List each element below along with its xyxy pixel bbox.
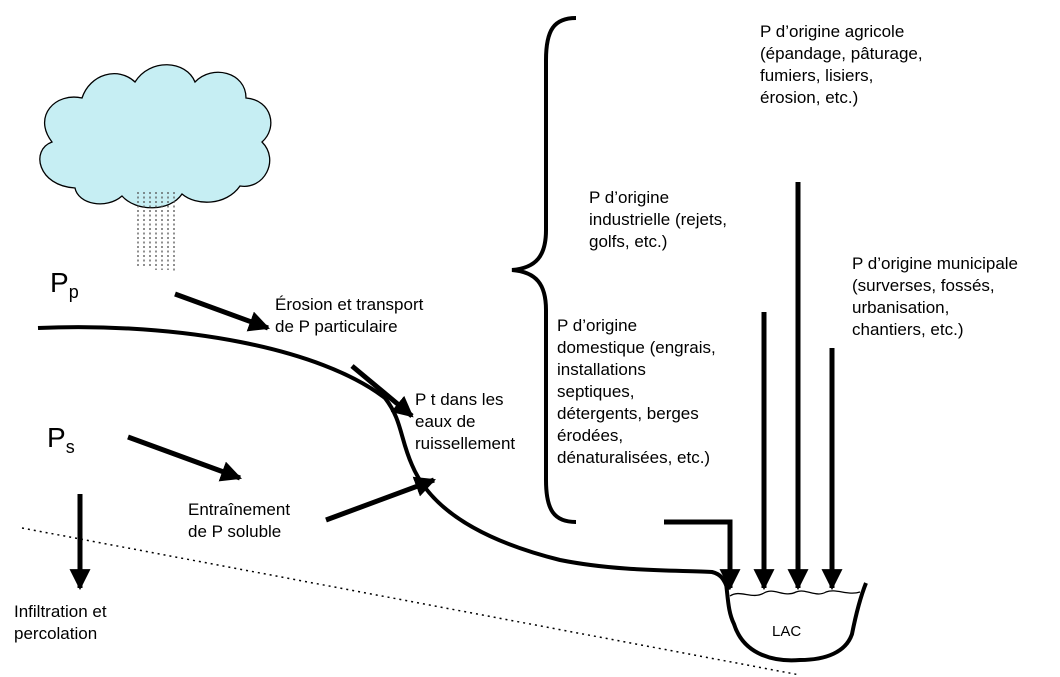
infiltration-label: Infiltration et percolation: [14, 602, 107, 643]
p-soluble-symbol: Ps: [47, 423, 75, 462]
source-agricole-label: P d’origine agricole (épandage, pâturage…: [760, 22, 923, 107]
lake-water-surface: [729, 590, 861, 597]
p-particulate-sub: p: [68, 282, 79, 302]
runoff-label: P t dans les eaux de ruissellement: [415, 390, 516, 453]
rain-icon: [137, 192, 175, 272]
cloud-icon: [39, 64, 272, 209]
lake-label: LAC: [772, 623, 802, 640]
p-particulate-main: P: [50, 267, 69, 298]
p-particulate-symbol: Pp: [50, 268, 79, 307]
source-municipale-label: P d’origine municipale (surverses, fossé…: [852, 254, 1019, 339]
runoff-arrow: [350, 364, 414, 418]
erosion-label: Érosion et transport de P particulaire: [275, 295, 424, 336]
source-industrielle-label: P d’origine industrielle (rejets, golfs,…: [589, 188, 727, 251]
domestique-arrow: [664, 519, 741, 591]
soluble-to-runoff-arrow: [325, 476, 436, 523]
source-domestique-label: P d’origine domestique (engrais, install…: [557, 316, 716, 467]
p-soluble-main: P: [47, 422, 66, 453]
lake-basin: [724, 582, 868, 663]
p-soluble-sub: s: [65, 437, 75, 457]
curly-brace: [511, 16, 577, 524]
soluble-label: Entraînement de P soluble: [188, 500, 291, 541]
soluble-arrow: [127, 434, 242, 482]
erosion-arrow: [174, 291, 270, 332]
subsoil-dotted-line: [21, 527, 801, 676]
